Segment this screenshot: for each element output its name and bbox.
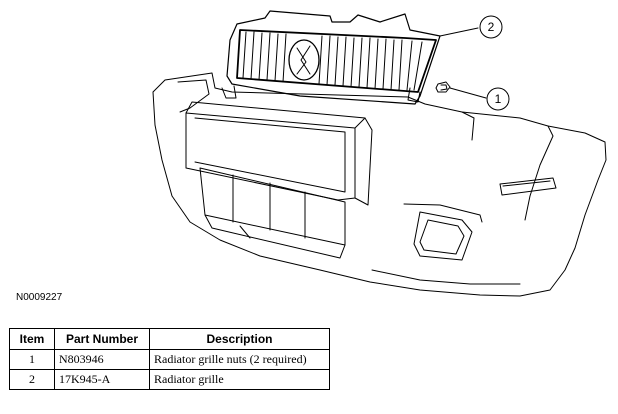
- radiator-grille: [221, 10, 441, 105]
- cell-description: Radiator grille: [149, 369, 330, 390]
- callout-circle-2: [479, 15, 503, 39]
- bumper-cover: [152, 72, 607, 297]
- table-header-row: Item Part Number Description: [9, 328, 330, 350]
- callout-label-2: 2: [488, 20, 495, 34]
- callout-label-1: 1: [495, 92, 502, 106]
- cell-item: 1: [9, 349, 55, 370]
- figure-id: N0009227: [16, 292, 63, 303]
- header-item: Item: [9, 328, 55, 350]
- exploded-view-diagram: 2 1: [152, 10, 607, 297]
- cell-item: 2: [9, 369, 55, 390]
- cell-part-number: 17K945-A: [54, 369, 150, 390]
- table-row: 1 N803946 Radiator grille nuts (2 requir…: [9, 349, 330, 370]
- parts-table: Item Part Number Description 1 N803946 R…: [9, 328, 330, 390]
- cell-part-number: N803946: [54, 349, 150, 370]
- leader-line-1: [449, 87, 487, 99]
- grille-nut: [435, 81, 451, 93]
- header-part-number: Part Number: [54, 328, 150, 350]
- leader-line-2: [439, 27, 479, 37]
- cell-description: Radiator grille nuts (2 required): [149, 349, 330, 370]
- table-row: 2 17K945-A Radiator grille: [9, 369, 330, 390]
- header-description: Description: [149, 328, 330, 350]
- callout-circle-1: [486, 87, 510, 111]
